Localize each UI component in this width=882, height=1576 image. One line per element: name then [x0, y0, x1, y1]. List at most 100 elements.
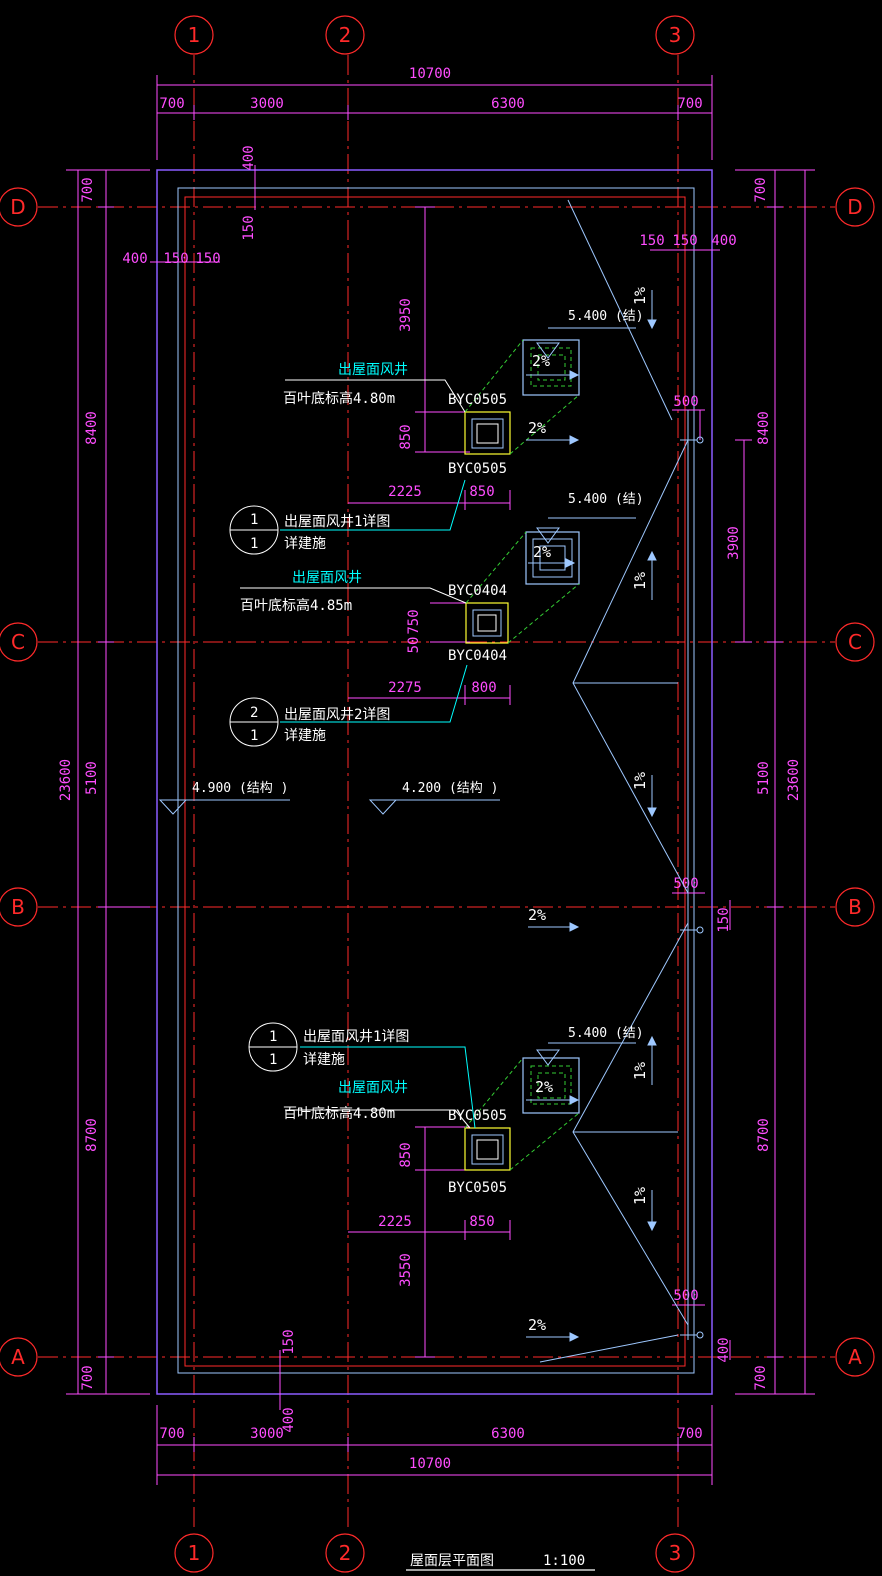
dim-top-total: 10700 [409, 66, 451, 82]
shaft3-code-bot: BYC0505 [448, 1180, 507, 1196]
drawing-title-block: 屋面层平面图 1:100 [406, 1553, 595, 1571]
drawing-scale: 1:100 [543, 1553, 585, 1569]
axis-label-d-left: D [10, 195, 25, 219]
det1-sub: 详建施 [284, 536, 326, 552]
axis-bubbles [0, 15, 875, 1573]
slope-1pct-c: 1% [631, 772, 649, 790]
slope-2pct-c: 2% [533, 543, 551, 561]
axis-label-2-top: 2 [339, 23, 352, 47]
dim-750: 750 [406, 609, 422, 634]
det2-title: 出屋面风井2详图 [284, 707, 390, 723]
leader-lines [240, 379, 471, 1129]
axis-bubble-3-top [655, 15, 695, 55]
axis-label-d-right: D [847, 195, 862, 219]
detail-index-circles [229, 505, 298, 1072]
dim-400-v-r: 400 [716, 1337, 732, 1362]
dim-50: 50 [406, 637, 422, 654]
dim-500-c: 500 [673, 1288, 698, 1304]
axis-label-b-left: B [11, 895, 25, 919]
dim-right-total: 23600 [786, 759, 802, 801]
elev-a: 5.400 (结) [568, 309, 644, 324]
slope-arrows [526, 290, 657, 1342]
shaft-2-detail [525, 531, 580, 585]
detail-leaders [280, 479, 476, 1129]
elev-b: 5.400 (结) [568, 492, 644, 507]
dim-400-v-tl: 400 [241, 145, 257, 170]
shaft2-code-bot: BYC0404 [448, 648, 507, 664]
slope-2pct-e: 2% [535, 1078, 553, 1096]
axis-bubble-c-left [0, 622, 38, 662]
axis-bubble-c-right [835, 622, 875, 662]
gutter-line [184, 196, 686, 1367]
axis-bubble-1-bottom [174, 1533, 214, 1573]
axis-bubble-b-right [835, 887, 875, 927]
elev-c: 5.400 (结) [568, 1026, 644, 1041]
dim-right-5100: 5100 [756, 761, 772, 795]
slope-2pct-f: 2% [528, 1316, 546, 1334]
slope-1pct-e: 1% [631, 1187, 649, 1205]
dim-3900: 3900 [726, 526, 742, 560]
dim-150-tr-b: 150 [672, 233, 697, 249]
det1-num: 1 [250, 512, 258, 528]
axis-labels: 1 2 3 1 2 3 D C B A D C B A [10, 23, 862, 1565]
det1-title: 出屋面风井1详图 [284, 514, 390, 530]
dim-top-700a: 700 [159, 96, 184, 112]
shaft1-code-top: BYC0505 [448, 392, 507, 408]
roof-drains [680, 436, 704, 1339]
shaft-2 [465, 602, 509, 644]
shaft-3-detail [522, 1057, 580, 1114]
dim-right-8700: 8700 [756, 1118, 772, 1152]
dimension-texts: 10700 700 3000 6300 700 700 3000 6300 70… [58, 66, 802, 1472]
level-1: 4.900 (结构 ) [192, 781, 288, 796]
dim-850-v-a: 850 [398, 424, 414, 449]
shaft-1-detail [522, 339, 580, 396]
dim-right-700-top: 700 [753, 177, 769, 202]
shaft3-code-top: BYC0505 [448, 1108, 507, 1124]
axis-bubble-d-left [0, 187, 38, 227]
dim-500-a: 500 [673, 394, 698, 410]
dim-150-tl-a: 150 [163, 251, 188, 267]
shaft1-code-bot: BYC0505 [448, 461, 507, 477]
dim-400-tr: 400 [711, 233, 736, 249]
axis-bubble-2-top [325, 15, 365, 55]
shaft2-code-top: BYC0404 [448, 583, 507, 599]
axis-label-3-top: 3 [669, 23, 682, 47]
dim-left-700-bottom: 700 [80, 1365, 96, 1390]
dim-top-3000: 3000 [250, 96, 284, 112]
slope-1pct-d: 1% [631, 1062, 649, 1080]
dim-400-v-bl: 400 [281, 1407, 297, 1432]
det3-title: 出屋面风井1详图 [303, 1029, 409, 1045]
dim-top-6300: 6300 [491, 96, 525, 112]
drawing-title: 屋面层平面图 [410, 1553, 494, 1569]
shaft1-louver: 百叶底标高4.80m [283, 390, 395, 407]
dim-500-b: 500 [673, 876, 698, 892]
shaft3-louver: 百叶底标高4.80m [283, 1105, 395, 1122]
drain-3 [696, 1331, 704, 1339]
axis-label-c-left: C [11, 630, 25, 654]
det2-sub: 详建施 [284, 728, 326, 744]
slope-2pct-a: 2% [532, 352, 550, 370]
det2-sheet: 1 [250, 728, 258, 744]
air-shafts [464, 339, 580, 1171]
ridge-lines [539, 199, 689, 1363]
dim-right-8400: 8400 [756, 411, 772, 445]
shaft2-louver: 百叶底标高4.85m [240, 597, 352, 614]
axis-bubble-3-bottom [655, 1533, 695, 1573]
annotation-texts: 出屋面风井 百叶底标高4.80m BYC0505 BYC0505 1 1 出屋面… [192, 287, 649, 1334]
shaft1-name: 出屋面风井 [338, 362, 408, 378]
axis-label-1-bottom: 1 [188, 1541, 201, 1565]
det2-num: 2 [250, 705, 258, 721]
dim-150-tr-a: 150 [639, 233, 664, 249]
outer-parapet [156, 169, 713, 1395]
det3-num: 1 [269, 1029, 277, 1045]
dim-bottom-700a: 700 [159, 1426, 184, 1442]
det3-sub: 详建施 [303, 1052, 345, 1068]
level-2: 4.200 (结构 ) [402, 781, 498, 796]
dim-400-tl: 400 [122, 251, 147, 267]
dim-left-5100: 5100 [84, 761, 100, 795]
det1-sheet: 1 [250, 536, 258, 552]
roof-outline [156, 169, 713, 1395]
dim-left-8400: 8400 [84, 411, 100, 445]
shaft3-name: 出屋面风井 [338, 1080, 408, 1096]
